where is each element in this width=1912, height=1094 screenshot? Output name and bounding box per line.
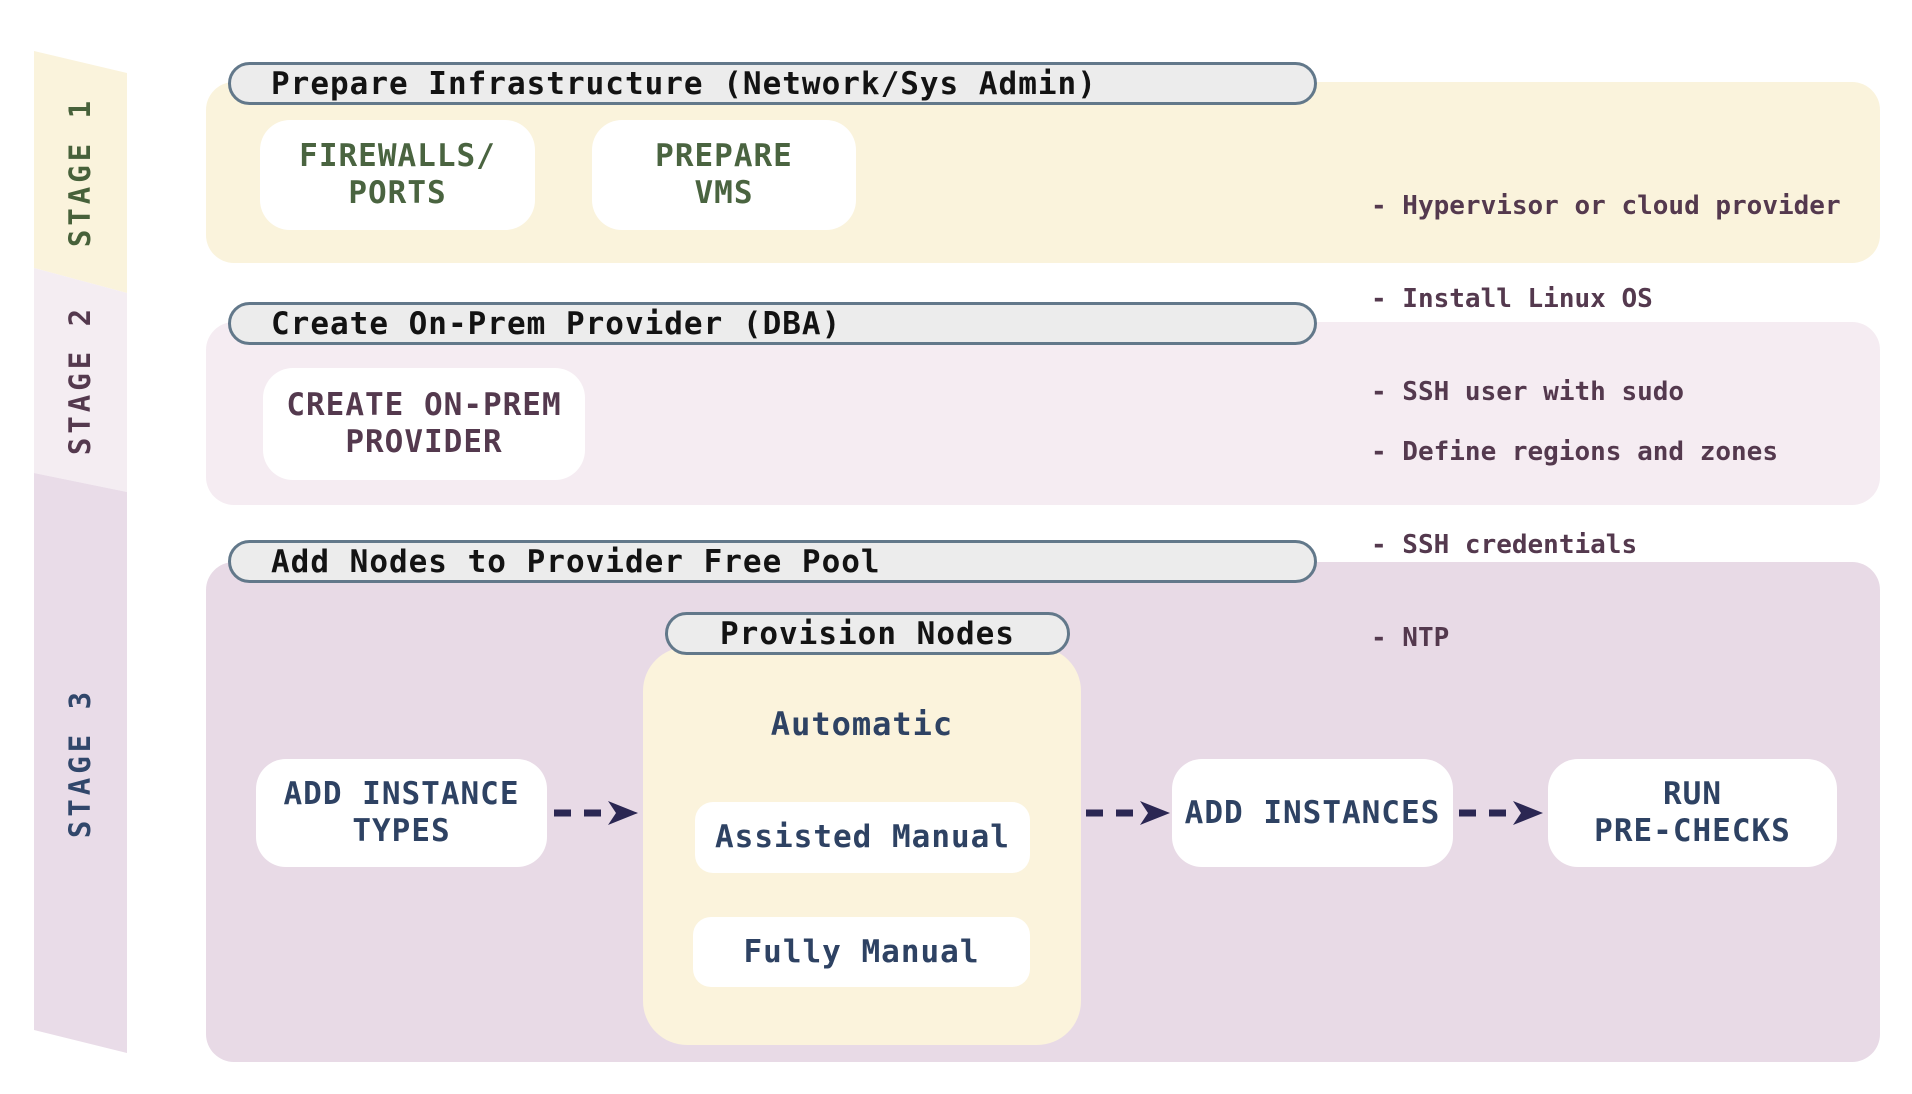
flow-arrow-to-provision [554,801,638,825]
prepare-vms-node: PREPARE VMS [592,120,856,230]
provision-nodes-header-pill: Provision Nodes [665,612,1070,655]
create-provider-line1: CREATE ON-PREM [286,387,562,423]
add-instance-types-line2: TYPES [352,813,451,849]
flow-arrow-to-add-instances [1086,801,1170,825]
stage1-ribbon-label: STAGE 1 [63,96,97,248]
note-line: - SSH credentials [1371,530,1638,560]
firewalls-ports-line1: FIREWALLS/ [299,138,496,174]
note-line: - Install Linux OS [1371,284,1653,314]
provision-option-fully-manual-node: Fully Manual [693,917,1030,987]
note-line: - Define regions and zones [1371,437,1778,467]
prepare-vms-line1: PREPARE [655,138,793,174]
stage2-header-pill: Create On-Prem Provider (DBA) [228,302,1317,345]
add-instance-types-line1: ADD INSTANCE [283,776,520,812]
stage2-ribbon-label: STAGE 2 [63,304,97,456]
stage3-header-pill: Add Nodes to Provider Free Pool [228,540,1317,583]
create-provider-line2: PROVIDER [345,424,503,460]
provision-option-assisted-manual-node: Assisted Manual [695,802,1030,873]
provision-nodes-header-text: Provision Nodes [720,615,1015,652]
stage3-header-text: Add Nodes to Provider Free Pool [271,543,881,580]
add-instances-node: ADD INSTANCES [1172,759,1453,867]
ribbon-segment-stage1 [34,51,127,293]
stage1-header-text: Prepare Infrastructure (Network/Sys Admi… [271,65,1097,102]
run-prechecks-line2: PRE-CHECKS [1594,813,1791,849]
flow-arrow-to-run-prechecks [1459,801,1543,825]
stage3-ribbon-label: STAGE 3 [63,687,97,839]
run-prechecks-node: RUN PRE-CHECKS [1548,759,1837,867]
stage2-notes-list: - Define regions and zones - SSH credent… [1371,375,1778,716]
stage1-notes-list: - Hypervisor or cloud provider - Install… [1371,129,1841,470]
note-line: - NTP [1371,623,1450,653]
fully-manual-text: Fully Manual [743,933,980,970]
stage1-header-pill: Prepare Infrastructure (Network/Sys Admi… [228,62,1317,105]
add-instances-text: ADD INSTANCES [1184,794,1441,831]
firewalls-ports-line2: PORTS [348,175,447,211]
note-line: - Hypervisor or cloud provider [1371,191,1841,221]
add-instance-types-node: ADD INSTANCE TYPES [256,759,547,867]
prepare-vms-line2: VMS [694,175,754,211]
provision-option-automatic: Automatic [770,705,954,743]
create-onprem-provider-node: CREATE ON-PREM PROVIDER [263,368,585,480]
ribbon-segment-stage2 [34,268,127,492]
firewalls-ports-node: FIREWALLS/ PORTS [260,120,535,230]
run-prechecks-line1: RUN [1663,776,1722,812]
note-line: - SSH user with sudo [1371,377,1685,407]
ribbon-segment-stage3 [34,473,127,1053]
assisted-manual-text: Assisted Manual [715,819,1010,855]
stage2-header-text: Create On-Prem Provider (DBA) [271,305,842,342]
